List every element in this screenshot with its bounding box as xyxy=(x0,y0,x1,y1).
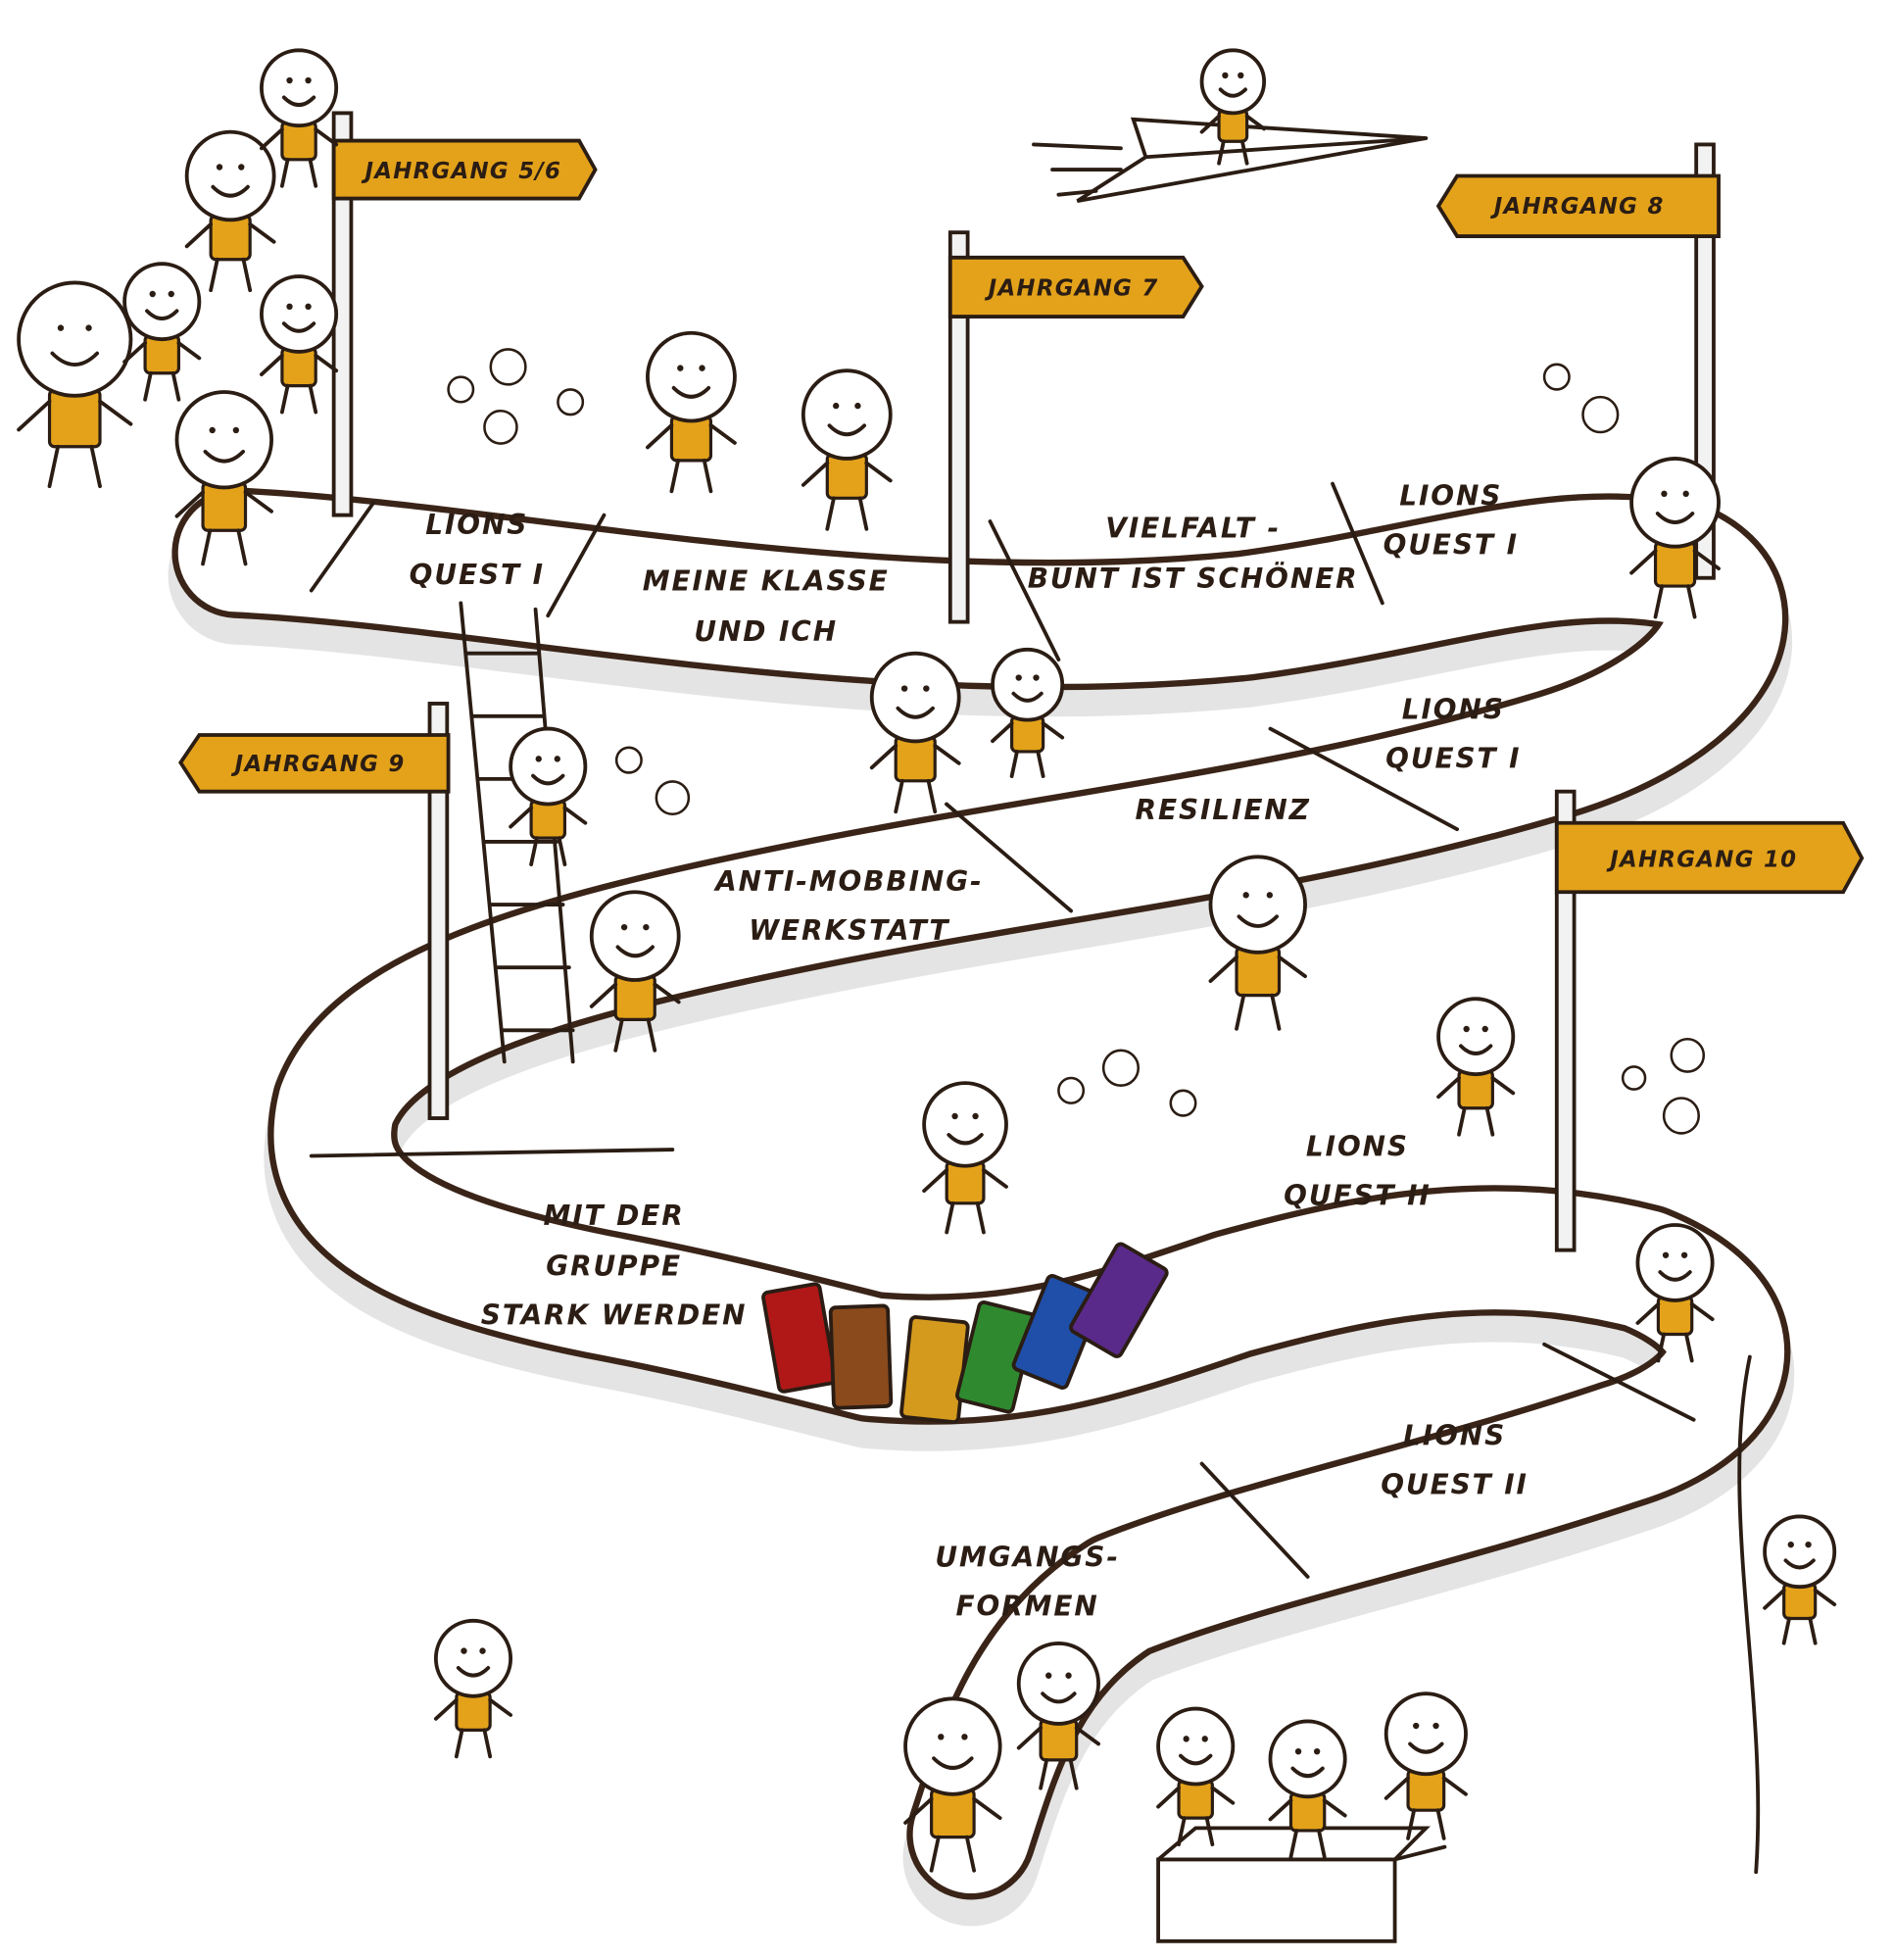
segment-label: UMGANGS- xyxy=(935,1542,1119,1574)
road-labels: LIONS QUEST I MEINE KLASSE UND ICH VIELF… xyxy=(410,479,1529,1623)
segment-label: LIONS xyxy=(1403,1419,1506,1451)
signpost-grade-10: JAHRGANG 10 xyxy=(1554,789,1865,1252)
stick-figure xyxy=(589,890,681,1053)
segment-label: BUNT IST SCHÖNER xyxy=(1028,562,1359,595)
segment-label: STARK WERDEN xyxy=(481,1298,748,1331)
stick-figure xyxy=(646,330,737,494)
stick-figure xyxy=(991,647,1065,778)
segment-label: LIONS xyxy=(425,509,528,541)
sign-label: JAHRGANG 5/6 xyxy=(361,159,561,184)
stick-figure xyxy=(1629,457,1721,619)
stick-figure xyxy=(1208,855,1307,1031)
stick-figures xyxy=(17,48,1837,1873)
stick-figure xyxy=(174,390,273,566)
sign-label: JAHRGANG 10 xyxy=(1606,848,1797,873)
signpost-grade-8: JAHRGANG 8 xyxy=(1435,142,1721,580)
segment-label: UND ICH xyxy=(694,615,838,648)
signpost-grade-7: JAHRGANG 7 xyxy=(947,230,1204,624)
stick-figure xyxy=(184,129,276,293)
stick-figure xyxy=(903,1696,1002,1873)
stick-figure xyxy=(1199,48,1267,166)
stick-figure xyxy=(1268,1719,1347,1859)
sign-label: JAHRGANG 7 xyxy=(985,275,1159,301)
segment-label: ANTI-MOBBING- xyxy=(713,865,983,898)
bridge-plank xyxy=(828,1303,894,1410)
segment-label: QUEST II xyxy=(1381,1468,1529,1500)
stick-figure xyxy=(17,280,133,489)
stick-figure xyxy=(122,262,202,402)
stick-figure xyxy=(1635,1223,1715,1363)
segment-label: QUEST I xyxy=(410,559,545,591)
cardboard-box xyxy=(1156,1826,1447,1943)
segment-label: RESILIENZ xyxy=(1136,794,1311,826)
segment-label: VIELFALT - xyxy=(1105,513,1281,545)
stick-figure xyxy=(509,726,588,866)
sign-label: JAHRGANG 9 xyxy=(231,752,406,777)
bridge-plank xyxy=(761,1282,838,1394)
segment-label: QUEST II xyxy=(1284,1179,1432,1211)
stick-figure xyxy=(260,274,339,415)
rope xyxy=(1737,1354,1761,1875)
segment-label: QUEST I xyxy=(1383,528,1519,561)
stick-figure xyxy=(433,1618,513,1759)
stick-figure xyxy=(922,1081,1008,1235)
bridge-plank xyxy=(1069,1242,1169,1358)
stick-figure xyxy=(1763,1514,1837,1645)
segment-label: LIONS xyxy=(1402,693,1505,725)
rainbow-bridge xyxy=(761,1242,1169,1425)
stick-figure xyxy=(1383,1691,1468,1840)
stick-figure xyxy=(260,48,339,188)
segment-label: FORMEN xyxy=(956,1591,1099,1623)
paper-plane-icon xyxy=(1032,117,1429,204)
stick-figure xyxy=(801,368,893,531)
winding-road xyxy=(168,481,1794,1927)
signpost-grade-5-6: JAHRGANG 5/6 xyxy=(331,111,598,517)
segment-label: LIONS xyxy=(1399,479,1502,512)
stick-figure xyxy=(1156,1706,1236,1846)
segment-label: MIT DER xyxy=(544,1200,685,1232)
stick-figure xyxy=(869,651,961,814)
segment-label: LIONS xyxy=(1306,1130,1409,1162)
bridge-plank xyxy=(1011,1274,1103,1390)
segment-label: WERKSTATT xyxy=(749,914,949,947)
stick-figure xyxy=(1436,997,1516,1137)
sign-label: JAHRGANG 8 xyxy=(1490,194,1665,220)
bubbles-decoration xyxy=(447,348,1706,1135)
segment-label: GRUPPE xyxy=(546,1250,682,1282)
stick-figure xyxy=(1016,1642,1100,1790)
signpost-grade-9: JAHRGANG 9 xyxy=(178,702,451,1120)
bridge-plank xyxy=(899,1315,970,1425)
segment-label: MEINE KLASSE xyxy=(643,564,890,597)
segment-label: QUEST I xyxy=(1385,742,1521,774)
